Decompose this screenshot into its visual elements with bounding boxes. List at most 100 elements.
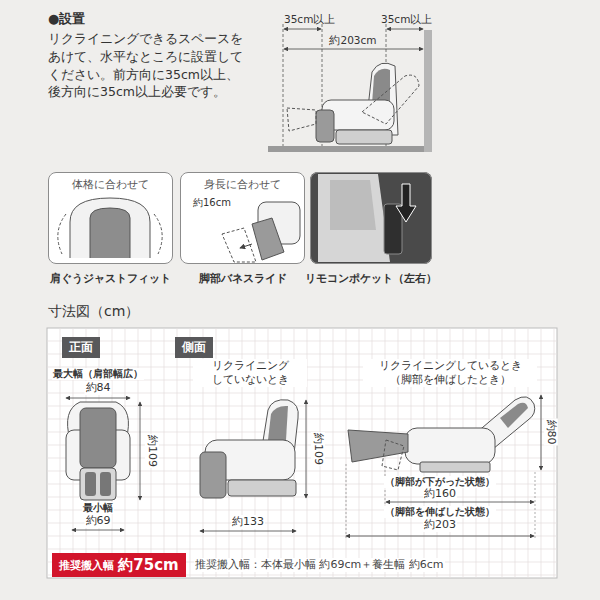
feature-panel-art — [70, 198, 150, 258]
dimension-value: 約133 — [231, 515, 265, 529]
chair-side — [372, 69, 390, 104]
side-view-chair — [200, 452, 226, 498]
feature-panel-art — [330, 180, 376, 230]
front-view-chair — [85, 472, 96, 496]
dimension-value: 約109 — [311, 432, 325, 466]
feature-panel-art — [222, 228, 256, 262]
grid-line — [47, 406, 557, 407]
dimension-line — [284, 29, 321, 30]
feature-panel-art — [58, 214, 66, 254]
grid-line — [47, 497, 557, 498]
grid-line — [554, 328, 555, 578]
front-view-chair — [100, 472, 111, 496]
dimension-caption: 最小幅 — [82, 502, 114, 514]
feature-panel-art — [318, 174, 390, 262]
dimension-line — [387, 29, 423, 30]
extension-line — [535, 472, 536, 540]
box-label: 推奨搬入幅 — [59, 558, 114, 573]
dimension-value: 約109 — [145, 434, 159, 468]
view-caption: リクライニング していないとき — [193, 359, 307, 387]
dimension-value: 約84 — [85, 381, 112, 395]
grid-line — [190, 328, 191, 578]
side-view-chair — [268, 406, 288, 440]
dimension-value: 約160 — [423, 487, 457, 501]
instruction-text: リクライニングできるスペースを あけて、水平なところに設置して ください。前方向… — [48, 30, 263, 101]
grid-line — [177, 328, 178, 578]
reclined-outline — [362, 75, 419, 124]
floor — [268, 146, 428, 152]
view-tag: 側面 — [175, 337, 213, 358]
reclined-chair — [420, 462, 490, 472]
dimension-value: 約203 — [423, 518, 457, 532]
chair-side — [316, 63, 398, 144]
side-view-chair — [228, 480, 296, 496]
panel-heading: 身長に合わせて — [204, 178, 281, 192]
dimension-line — [284, 29, 423, 49]
clearance-dimension: 35cm以上 — [381, 13, 432, 26]
dimension-line — [541, 395, 542, 470]
recommended-width-box: 推奨搬入幅約75cm — [52, 553, 186, 577]
feature-panel-art — [396, 184, 416, 222]
section-heading: ●設置 — [48, 11, 85, 27]
reclined-chair — [348, 430, 408, 462]
view-tag: 正面 — [62, 337, 100, 358]
feature-panel-art — [310, 172, 432, 264]
chair-side — [316, 110, 334, 142]
grid-line — [47, 341, 557, 342]
dimension-value: 約69 — [85, 514, 112, 528]
extension-line — [346, 464, 347, 540]
feature-panel-art — [48, 172, 173, 264]
reclined-chair — [382, 440, 404, 470]
install-figure — [268, 24, 432, 152]
panel-caption: 脚部バネスライド — [199, 271, 287, 286]
length-dimension: 約203cm — [329, 34, 376, 47]
feature-panel: 身長に合わせて約16cm脚部バネスライド — [180, 172, 305, 264]
panel-caption: 肩ぐうジャストフィット — [50, 271, 171, 286]
dimension-line — [200, 531, 296, 532]
reclined-outline — [287, 108, 316, 131]
section-heading: 寸法図（cm） — [48, 303, 139, 321]
feature-panel: リモコンポケット（左右） — [310, 172, 432, 264]
grid-line — [164, 328, 165, 578]
dimension-line — [386, 502, 534, 503]
feature-panel-art — [154, 214, 162, 254]
grid-line — [541, 328, 542, 578]
front-view-chair — [66, 402, 130, 500]
chair-side — [336, 130, 392, 144]
grid-line — [346, 328, 347, 578]
dimension-line — [346, 536, 534, 537]
dimension-line — [66, 395, 541, 536]
dimension-caption: （脚部を伸ばした状態） — [384, 506, 496, 518]
grid-line — [333, 328, 334, 578]
dimension-line — [306, 400, 307, 498]
feature-panel-art — [252, 218, 284, 260]
feature-panel: 体格に合わせて肩ぐうジャストフィット — [48, 172, 173, 264]
view-caption: リクライニングしているとき （脚部を伸ばしたとき） — [363, 359, 537, 387]
dimension-caption: 最大幅（肩部幅広） — [52, 368, 144, 380]
feature-panel-art — [48, 172, 432, 264]
grid-ground — [47, 328, 557, 578]
grid-line — [47, 354, 557, 355]
front-view-chair — [80, 468, 116, 500]
dimension-note: 約16cm — [193, 196, 231, 210]
grid-line — [47, 549, 557, 550]
grid-line — [60, 328, 61, 578]
front-view-chair — [80, 408, 116, 468]
feature-panel-art — [90, 208, 130, 258]
reclined-chair — [500, 403, 528, 428]
dimension-line — [66, 398, 130, 399]
reclined-chair — [405, 428, 495, 464]
view-tag-text: 正面 — [69, 339, 93, 356]
dimension-value: 約80 — [544, 419, 558, 446]
reclined-chair — [348, 397, 535, 472]
view-tag-text: 側面 — [182, 339, 206, 356]
grid-line — [47, 523, 557, 524]
dimension-line — [140, 402, 141, 500]
dimension-line — [284, 49, 423, 50]
extension-line — [283, 24, 284, 146]
panel-caption: リモコンポケット（左右） — [305, 271, 437, 286]
box-value: 約75cm — [118, 556, 178, 575]
grid-line — [47, 536, 557, 537]
